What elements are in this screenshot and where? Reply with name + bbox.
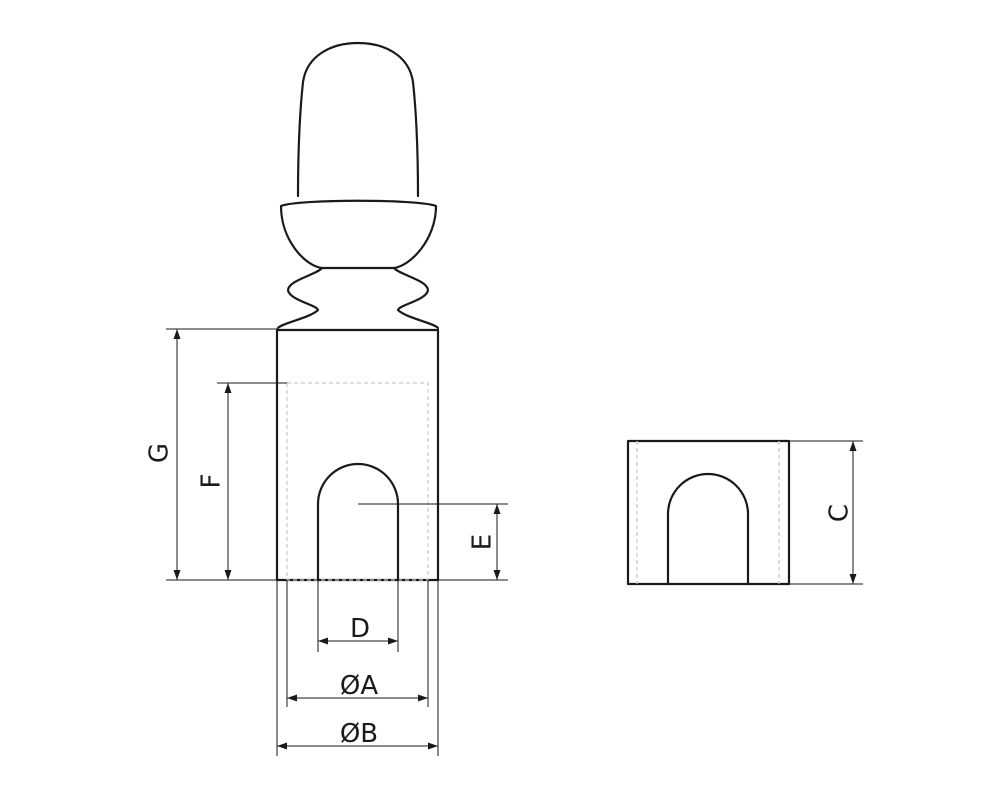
label-d: D: [350, 614, 370, 644]
label-e: E: [468, 534, 498, 550]
side-view: [626, 439, 791, 586]
body: [275, 328, 440, 582]
label-c: C: [825, 504, 855, 522]
spring-left: [276, 266, 324, 330]
side-body: [626, 439, 791, 586]
label-a: ØA: [340, 671, 378, 701]
front-view: [275, 41, 440, 582]
label-f: F: [197, 474, 227, 489]
side-slot: [666, 472, 750, 586]
label-b: ØB: [340, 719, 378, 749]
spring-right: [392, 266, 440, 330]
collar: [279, 199, 438, 270]
slot: [316, 462, 400, 582]
dimension-e: E: [358, 503, 508, 581]
dimension-g: G: [145, 328, 277, 581]
knob-head: [296, 41, 420, 198]
dimension-c: C: [789, 440, 863, 585]
label-g: G: [145, 443, 175, 463]
dimension-d: D: [317, 580, 399, 652]
dimension-f: F: [197, 382, 287, 580]
internal-bore-hidden: [286, 382, 429, 581]
dimension-b: ØB: [276, 580, 439, 756]
dimension-a: ØA: [286, 580, 429, 707]
